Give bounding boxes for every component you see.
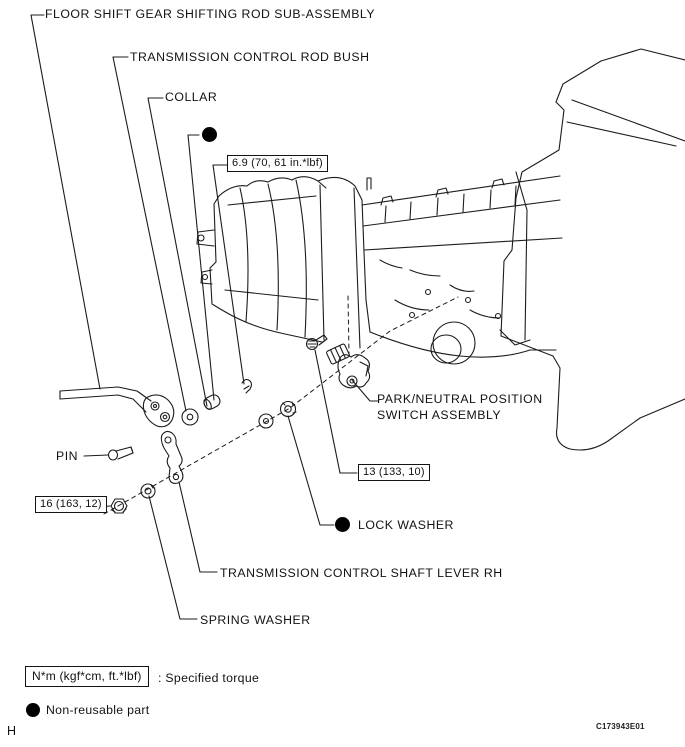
- label-collar: COLLAR: [165, 90, 218, 104]
- spring-washer-part: [140, 483, 156, 499]
- engine-block-drawing: [500, 48, 685, 451]
- extension-housing-drawing: [196, 176, 327, 343]
- clip-part: [241, 378, 253, 394]
- non-reusable-dot-collar: [202, 127, 217, 142]
- collar-part: [203, 394, 221, 410]
- washer-part: [258, 413, 274, 429]
- torque-box-rod-swivel: 6.9 (70, 61 in.*lbf): [227, 155, 328, 172]
- label-pnp-switch-line2: SWITCH ASSEMBLY: [377, 408, 502, 422]
- leader-lines: [30, 14, 379, 620]
- label-pin: PIN: [56, 449, 78, 463]
- pnp-switch-drawing: [326, 343, 371, 389]
- legend-non-reusable-caption: Non-reusable part: [46, 703, 150, 717]
- legend-non-reusable-dot: [26, 703, 40, 717]
- label-floor-shift-rod: FLOOR SHIFT GEAR SHIFTING ROD SUB-ASSEMB…: [45, 7, 376, 21]
- legend-torque-caption: : Specified torque: [158, 671, 260, 685]
- label-control-rod-bush: TRANSMISSION CONTROL ROD BUSH: [130, 50, 370, 64]
- pin-part: [107, 446, 134, 461]
- lever-part: [160, 430, 184, 484]
- assembly-centerline: [103, 295, 459, 515]
- adapter-housing-drawing: [317, 176, 371, 349]
- non-reusable-dot-lock-washer: [335, 517, 350, 532]
- legend-torque-unit-box: N*m (kgf*cm, ft.*lbf): [25, 666, 149, 687]
- figure-code: C173943E01: [596, 722, 645, 731]
- page-marker: H: [7, 724, 17, 738]
- transmission-case-drawing: [361, 175, 563, 365]
- label-lock-washer: LOCK WASHER: [358, 518, 454, 532]
- lock-washer-part: [279, 400, 297, 418]
- bush-part: [181, 408, 199, 426]
- torque-box-switch-bolt: 13 (133, 10): [358, 464, 430, 481]
- switch-bolt-drawing: [305, 334, 328, 351]
- torque-box-lever-nut: 16 (163, 12): [35, 496, 107, 513]
- label-spring-washer: SPRING WASHER: [200, 613, 311, 627]
- label-pnp-switch-line1: PARK/NEUTRAL POSITION: [377, 392, 543, 406]
- label-control-shaft-lever: TRANSMISSION CONTROL SHAFT LEVER RH: [220, 566, 503, 580]
- shift-rod-drawing: [59, 386, 175, 428]
- lever-nut-part: [110, 498, 128, 514]
